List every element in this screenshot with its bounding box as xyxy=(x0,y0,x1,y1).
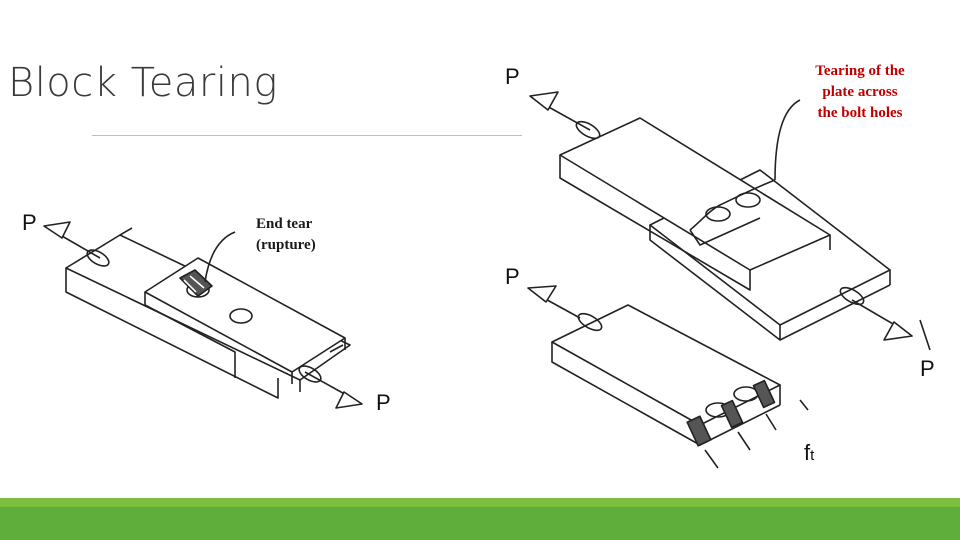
load-label-p: P xyxy=(376,390,391,415)
load-label-p: P xyxy=(920,356,935,381)
tensile-stress-label: ft xyxy=(804,440,815,465)
end-tear-annotation: End tear (rupture) xyxy=(256,216,316,253)
load-label-p: P xyxy=(22,210,37,235)
load-label-p: P xyxy=(505,264,520,289)
footer-accent-bar xyxy=(0,498,960,507)
right-top-plate-figure xyxy=(529,91,931,351)
footer-bar xyxy=(0,507,960,540)
left-lap-joint-figure xyxy=(43,221,363,409)
title-underline xyxy=(92,135,522,136)
slide-title: Block Tearing xyxy=(8,60,278,106)
plate-tearing-annotation: Tearing of the plate across the bolt hol… xyxy=(815,63,905,121)
right-bottom-plate-figure xyxy=(527,285,809,469)
load-label-p: P xyxy=(505,64,520,89)
